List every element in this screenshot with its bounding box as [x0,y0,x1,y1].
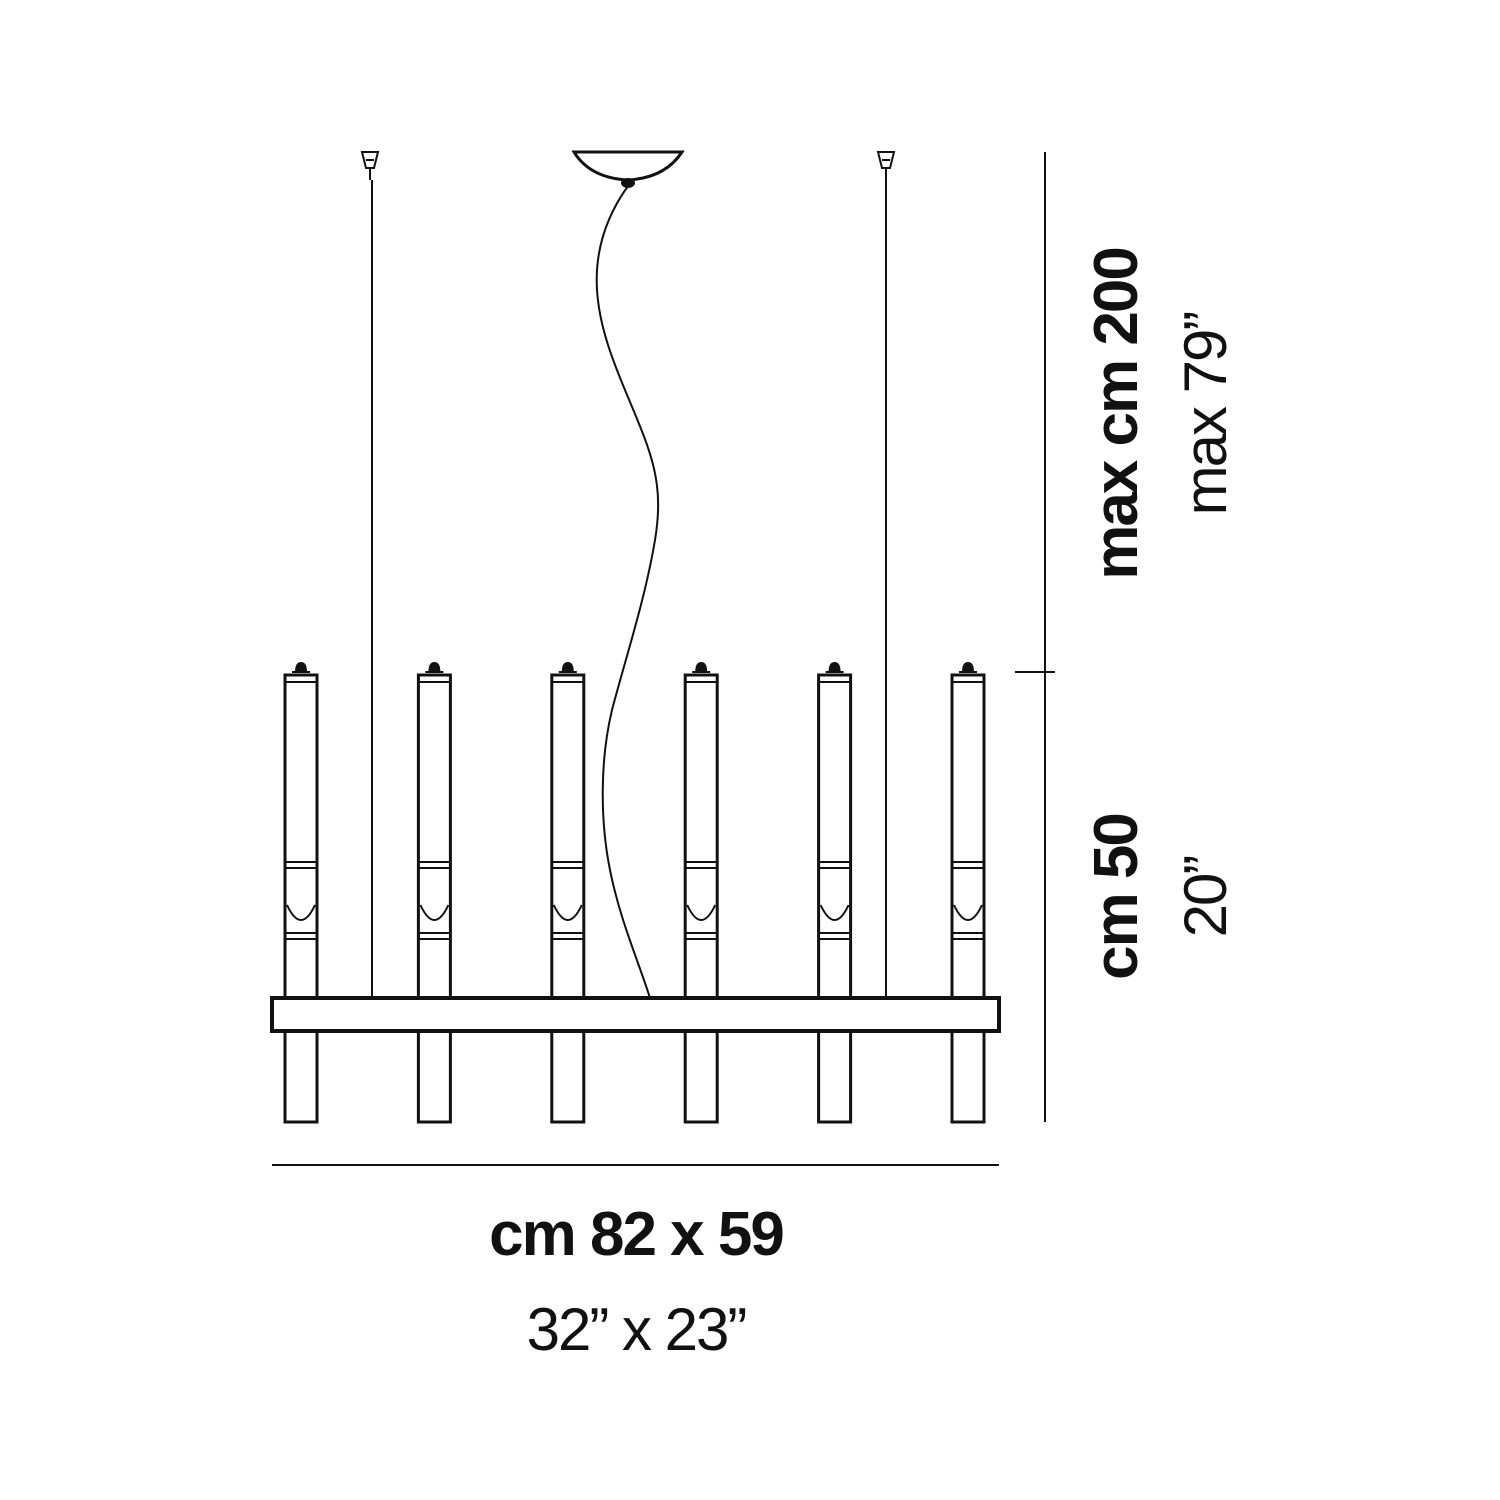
drop-label-cm: max cm 200 [1082,248,1151,580]
width-label-cm: cm 82 x 59 [489,1200,783,1269]
light-tube [550,662,586,1124]
suspension-cable-left [360,151,380,998]
width-label-in: 32” x 23” [527,1296,746,1363]
support-bar [270,996,1001,1033]
drop-label-in: max 79” [1172,313,1239,516]
light-tube [950,662,986,1124]
light-tube [416,662,452,1124]
suspension-cable-right [876,151,896,998]
ceiling-canopy [571,150,685,188]
height-label-cm: cm 50 [1082,814,1151,980]
light-tube [683,662,719,1124]
height-label-in: 20” [1172,857,1239,938]
light-tube [283,662,319,1124]
height-dimension-line [1015,152,1055,1122]
light-tubes [283,662,986,1124]
light-tube [817,662,853,1124]
power-cable [595,185,660,999]
